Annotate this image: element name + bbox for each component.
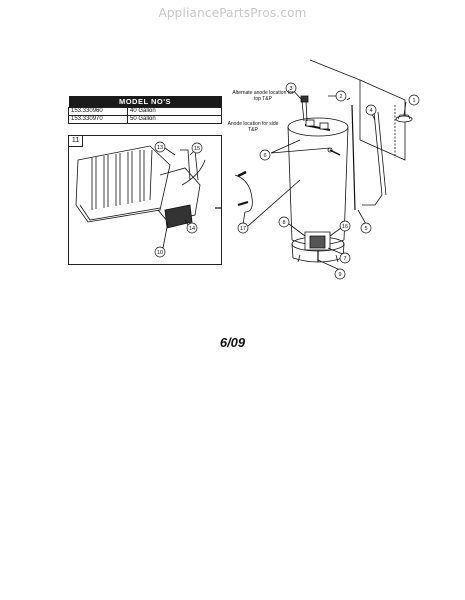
callout-label: 2 — [339, 94, 342, 100]
callout-label: 5 — [364, 226, 367, 232]
model-table-header: MODEL NO'S — [68, 96, 222, 108]
callout-label: 1 — [412, 98, 415, 104]
table-row: 153.330970 50 Gallon — [68, 115, 222, 124]
callout-6 — [259, 149, 271, 161]
callout-label: 10 — [157, 250, 163, 256]
inset-detail-box: 11 — [68, 135, 222, 265]
inset-number: 11 — [69, 136, 83, 147]
callout-label: 13 — [157, 145, 163, 151]
callout-label: 7 — [343, 256, 346, 262]
access-cover-illustration — [75, 145, 253, 229]
callout-7 — [339, 252, 351, 264]
anode-side-note: Anode location for side T&P — [227, 121, 279, 133]
callout-9 — [334, 268, 346, 280]
callout-label: 8 — [282, 220, 285, 226]
callout-8 — [278, 216, 290, 228]
anode-rods — [346, 97, 387, 211]
callout-label: 17 — [240, 226, 246, 232]
water-heater-tank — [287, 95, 349, 263]
model-capacity: 50 Gallon — [127, 115, 222, 124]
jacket-panel — [309, 59, 406, 161]
callout-1 — [408, 94, 420, 106]
callout-2 — [335, 90, 347, 102]
flue-baffle-cap — [395, 114, 413, 123]
callout-label: 9 — [338, 272, 341, 278]
callout-3 — [285, 82, 297, 94]
callout-10 — [154, 246, 166, 258]
callout-15 — [191, 142, 203, 154]
callout-17 — [237, 222, 249, 234]
callout-16 — [339, 220, 351, 232]
callout-label: 3 — [289, 86, 292, 92]
site-watermark: AppliancePartsPros.com — [158, 6, 307, 20]
callout-label: 6 — [263, 153, 266, 159]
revision-date: 6/09 — [219, 335, 246, 350]
callout-label: 16 — [342, 224, 348, 230]
callout-14 — [186, 222, 198, 234]
callout-13 — [154, 141, 166, 153]
alternate-anode-note: Alternate anode location for top T&P — [232, 90, 294, 102]
callout-4 — [365, 104, 377, 116]
callout-label: 15 — [194, 146, 200, 152]
callout-label: 14 — [189, 226, 195, 232]
callout-label: 4 — [369, 108, 372, 114]
model-number-table: MODEL NO'S 153.330960 40 Gallon 153.3309… — [68, 96, 222, 124]
callout-5 — [360, 222, 372, 234]
